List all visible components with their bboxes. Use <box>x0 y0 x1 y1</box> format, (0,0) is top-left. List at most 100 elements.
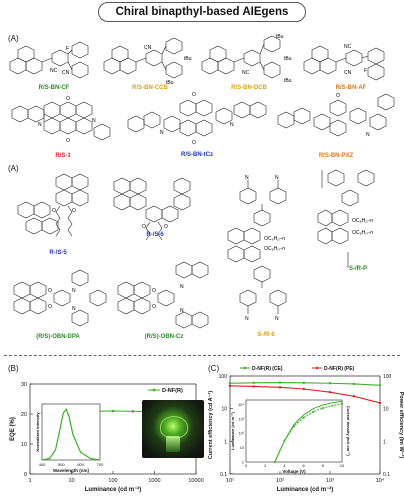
chart-c-point <box>378 384 382 387</box>
cz-n-text-2: N <box>180 308 184 314</box>
molecule-bn-af-structure: NC CN F <box>303 44 385 81</box>
chart-c-inset-point <box>273 461 276 463</box>
chart-c-point <box>278 381 282 384</box>
r6-n-text: N <box>245 175 249 181</box>
molecule-rp-structure: OC₈H₁₇-n OC₈H₁₇-n <box>317 169 375 268</box>
chart-c-y2tick-label: 10 <box>383 407 389 413</box>
chart-c-inset-frame <box>245 399 343 463</box>
label-bn-tcz: R/S-BN-tCz <box>181 152 213 158</box>
chart-c-y2label: Power efficiency (lm W⁻¹) <box>398 392 404 459</box>
panel-label-c: (C) <box>208 364 220 373</box>
s1-o-text-2: O <box>66 138 70 144</box>
af-nc-text: NC <box>344 44 352 50</box>
cf-f-text: F <box>66 46 69 52</box>
label-s5: R-/S-5 <box>49 250 67 256</box>
chart-c-y2tick-label: 100 <box>383 374 392 380</box>
chart-c-inset-point <box>321 407 324 410</box>
chart-c-point <box>302 381 306 384</box>
r6-oc8-text-2: OC₈H₁₇-n <box>264 246 285 252</box>
chart-c-inset-ytick-label: 10 <box>240 446 244 450</box>
chart-c-point <box>352 395 356 398</box>
dpa-o-text-2: O <box>48 304 52 310</box>
chart-c-ylabel: Current efficiency (cd A⁻¹) <box>207 391 214 460</box>
chart-c-ytick-label: 1 <box>224 439 227 445</box>
cz-n-text: N <box>180 284 184 290</box>
rp-oc8-text: OC₈H₁₇-n <box>352 218 373 224</box>
chart-b-xlabel: Luminance (cd m⁻²) <box>85 486 142 493</box>
tcz-o-text-2: O <box>192 140 196 146</box>
chart-b-xtick-label: 10000 <box>188 478 203 484</box>
chart-b-ylabel: EQE (%) <box>10 417 16 441</box>
chart-c-ytick-label: 0.1 <box>220 472 227 478</box>
dpa-n-text: N <box>72 288 76 294</box>
chart-b-inset-xtick-label: 700 <box>97 462 104 467</box>
s1-n-text-2: N <box>92 118 96 124</box>
dpa-o-text: O <box>48 288 52 294</box>
chart-c-y2tick-label: 1 <box>383 439 386 445</box>
molecule-bn-dcb: tBu tBu tBu NC R/S-BN-DCB <box>201 34 296 91</box>
chart-c-point <box>302 387 306 391</box>
chart-c-legend-marker <box>243 366 247 370</box>
label-rp: S-/R-P <box>349 266 367 272</box>
molecule-obn-cz: O O N N (R/S)-OBN-Cz <box>114 261 214 340</box>
chart-c-inset-luminance-line <box>274 400 343 463</box>
figure-title: Chiral binapthyl-based AIEgens <box>98 2 306 22</box>
chart-c-inset-ytick-label: 10³ <box>239 417 245 421</box>
cz-o-text-2: O <box>152 304 156 310</box>
chart-c-legend-label: D-NF(R) (CE) <box>252 366 283 372</box>
label-bn-af: R/S-BN-AF <box>335 85 367 91</box>
s6-o-text-2: O <box>164 224 168 230</box>
chart-c-legend-marker <box>315 366 319 370</box>
molecule-bn-tcz-structure: O O N N <box>127 92 267 146</box>
s1-n-text: N <box>38 122 42 128</box>
chart-b-inset-xtick-label: 500 <box>58 462 65 467</box>
chart-c-frame <box>229 375 381 475</box>
chart-b-ytick-label: 30 <box>21 382 27 388</box>
molecule-bn-ccb-structure: CN tBu tBu <box>103 37 192 86</box>
chart-c-xtick-label: 10⁴ <box>376 477 385 484</box>
chart-c-inset-xtick-label: 2 <box>264 464 266 468</box>
cf-cn-text: CN <box>62 70 70 76</box>
molecule-bn-af: NC CN F R/S-BN-AF <box>303 42 398 91</box>
chart-c-ytick-label: 100 <box>219 374 228 380</box>
chart-c-inset-point <box>312 410 315 413</box>
molecule-r6: N N OC₈H₁₇-n OC₈H₁₇-n N N S-/R-6 <box>218 170 314 346</box>
chart-b-inset-curve <box>41 407 101 461</box>
pxz-n-text: N <box>366 132 370 138</box>
r6-n-text-4: N <box>275 316 279 322</box>
label-bn-cf: R/S-BN-CF <box>38 85 70 91</box>
dcb-tbu-text-2: tBu <box>284 56 292 62</box>
molecule-s1-structure: O O N N <box>11 96 111 144</box>
chart-b-legend-marker <box>152 388 156 392</box>
molecule-obn-dpa: O O N N (R/S)-OBN-DPA <box>10 268 107 340</box>
chart-c-inset-point <box>283 439 286 442</box>
chart-c-inset-xlabel: Voltage (V) <box>282 469 306 474</box>
chart-c-point <box>328 390 332 394</box>
chart-c-inset-xtick-label: 8 <box>322 464 324 468</box>
molecule-bn-pxz: O N R/S-BN-PXZ <box>274 92 398 159</box>
s5-o-text-2: O <box>72 208 76 214</box>
chart-b-inset-frame <box>41 403 101 461</box>
chart-c-point <box>228 382 232 385</box>
chart-c-point <box>252 381 256 384</box>
molecule-bn-dcb-structure: tBu tBu tBu NC <box>201 34 292 84</box>
label-s6: R-/S-6 <box>146 232 164 238</box>
molecule-r6-structure: N N OC₈H₁₇-n OC₈H₁₇-n N N <box>227 175 287 322</box>
chart-c-inset-ytick-label: 10⁴ <box>238 403 244 407</box>
chart-b-ytick-label: 0 <box>24 472 27 478</box>
chart-b-xtick-label: 100 <box>108 478 117 484</box>
s5-o-text: O <box>52 208 56 214</box>
chart-c-point <box>352 382 356 386</box>
label-bn-dcb: R/S-BN-DCB <box>231 85 267 91</box>
chart-b-point <box>131 410 135 413</box>
dcb-nc-text: NC <box>242 70 250 76</box>
molecule-s5-structure: O O <box>17 173 89 237</box>
chart-c-y2tick-label: 0.1 <box>383 472 390 478</box>
molecule-bn-tcz: O O N N R/S-BN-tCz <box>124 90 270 158</box>
label-obn-cz: (R/S)-OBN-Cz <box>144 334 184 340</box>
s1-o-text: O <box>66 96 70 102</box>
chart-c-xtick-label: 10¹ <box>226 478 234 484</box>
chart-c-point <box>378 401 382 405</box>
